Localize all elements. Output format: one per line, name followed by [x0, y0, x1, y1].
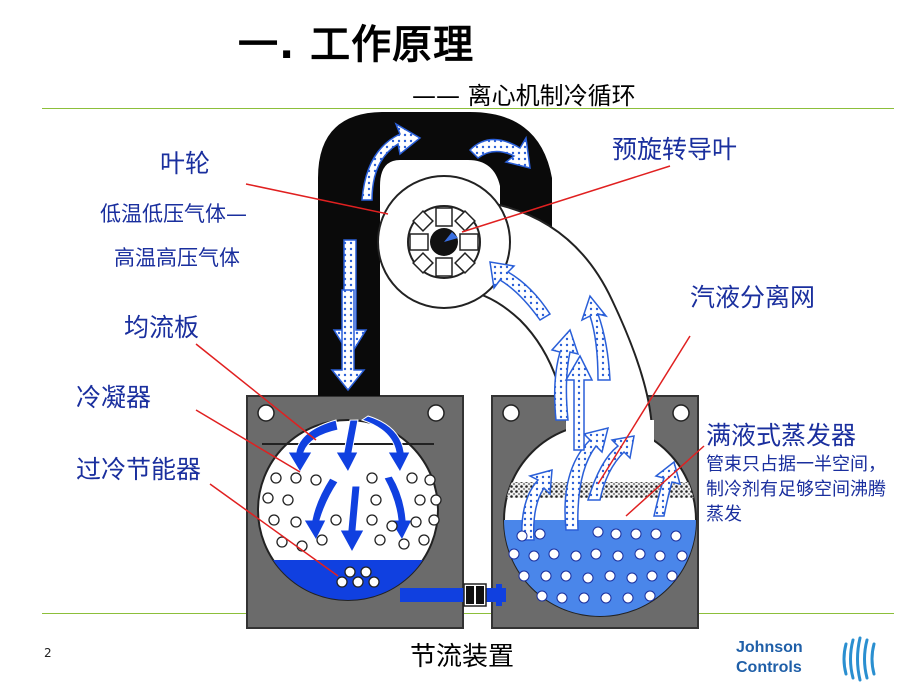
- pointer-lines: [195, 165, 705, 577]
- pointer-evaporator: [625, 445, 705, 517]
- label-impeller: 叶轮: [160, 149, 211, 178]
- label-subcooler: 过冷节能器: [76, 455, 202, 484]
- pointer-prerotation-vanes: [461, 165, 671, 233]
- evaporator-flow-arrows: [489, 261, 682, 541]
- slide-subtitle: —— 离心机制冷循环: [412, 82, 636, 110]
- discharge-pipe: [318, 112, 552, 396]
- condenser-tubes: [262, 472, 442, 588]
- condenser-flow-arrows: [287, 415, 413, 554]
- label-condenser: 冷凝器: [76, 383, 152, 412]
- logo-text: Johnson Controls: [736, 638, 803, 678]
- pointer-eliminator: [597, 335, 691, 485]
- logo-mark-icon: [842, 636, 876, 682]
- logo-line-1: Johnson: [736, 639, 803, 656]
- evaporator-tubes: [508, 526, 688, 604]
- label-prerotation-vanes: 预旋转导叶: [612, 135, 738, 164]
- label-baffle: 均流板: [124, 313, 200, 342]
- label-evaporator-note: 管束只占据一半空间，制冷剂有足够空间沸腾蒸发: [706, 454, 886, 525]
- label-impeller-desc-1: 低温低压气体—: [100, 202, 247, 226]
- top-divider: [42, 108, 894, 109]
- johnson-controls-logo: Johnson Controls: [736, 636, 886, 682]
- label-eliminator: 汽液分离网: [690, 283, 816, 312]
- pointer-baffle: [195, 343, 317, 441]
- slide-title: 一. 工作原理: [238, 22, 475, 68]
- logo-line-2: Controls: [736, 659, 802, 676]
- pointer-condenser: [195, 409, 301, 473]
- pointer-subcooler: [209, 483, 339, 577]
- discharge-flow-arrows: [330, 122, 531, 392]
- impeller: [409, 207, 479, 277]
- label-throttle: 节流装置: [410, 642, 515, 672]
- label-impeller-desc-2: 高温高压气体: [114, 246, 240, 270]
- compressor: [377, 175, 511, 309]
- page-number: 2: [44, 646, 52, 660]
- bottom-divider: [42, 613, 894, 614]
- pointer-impeller: [245, 183, 389, 215]
- label-evaporator: 满液式蒸发器: [706, 421, 857, 450]
- throttle-pipe: [400, 583, 506, 607]
